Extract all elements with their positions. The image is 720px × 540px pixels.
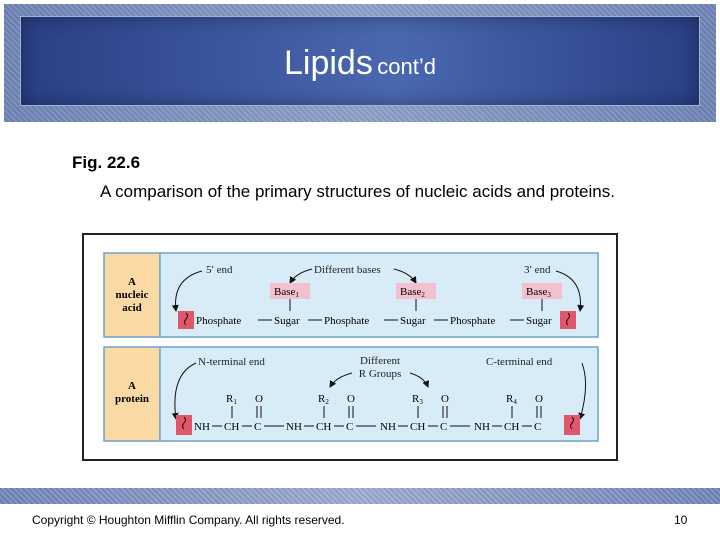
chain-sugar-1: Sugar [274, 315, 300, 327]
carbonyl-o-4: O [535, 393, 543, 405]
five-prime-arrow [171, 270, 203, 312]
svg-text:Base1: Base1 [274, 286, 299, 299]
page-number: 10 [674, 513, 688, 527]
carbonyl-c-2: C [346, 421, 353, 433]
carbonyl-c-3: C [440, 421, 447, 433]
bases-arrow-right [393, 268, 417, 284]
base-box-2: Base2 [396, 283, 436, 299]
r-groups-arrow-right [409, 372, 430, 388]
base-2-sub: 2 [421, 291, 425, 299]
alpha-ch-4: CH [504, 421, 519, 433]
slide-title-sub: cont’d [377, 54, 436, 79]
header-title-panel [20, 16, 700, 106]
base-1-sub: 1 [295, 291, 299, 299]
base-box-1: Base1 [270, 283, 310, 299]
nucleic-end-cap-left [178, 311, 194, 329]
wavy-bond-right-icon [566, 312, 570, 326]
base-2-word: Base [400, 286, 422, 298]
base-3-word: Base [526, 286, 548, 298]
r-group-sub-2: 2 [325, 398, 329, 406]
three-prime-arrow [555, 270, 585, 312]
protein-units: NH CH C R1 O NH CH C R2 O NH CH C R3 O NH CH C R4 O [194, 393, 543, 433]
alpha-ch-2: CH [316, 421, 331, 433]
base-box-3: Base3 [522, 283, 562, 299]
svg-text:Base2: Base2 [400, 286, 425, 299]
chain-sugar-2: Sugar [400, 315, 426, 327]
amino-nh-1: NH [194, 421, 210, 433]
r-groups-arrow-left [329, 372, 353, 388]
chain-phosphate-1: Phosphate [196, 315, 241, 327]
amino-nh-3: NH [380, 421, 396, 433]
nucleic-label-box [103, 252, 161, 338]
slide-title: Lipids cont’d [4, 44, 716, 83]
r-group-sub-1: 1 [233, 398, 237, 406]
r-groups-label-1: Different [360, 355, 400, 367]
nucleic-end-cap-right [560, 311, 576, 329]
c-terminal-arrow [578, 362, 586, 420]
base-3-sub: 3 [547, 291, 551, 299]
protein-chain-box [159, 346, 599, 442]
carbonyl-o-3: O [441, 393, 449, 405]
r-group-3: R3 [412, 393, 423, 406]
n-terminal-arrow [171, 362, 197, 420]
n-terminal-label: N-terminal end [198, 356, 265, 368]
carbonyl-c-4: C [534, 421, 541, 433]
protein-label-line-1: A [128, 380, 136, 392]
chain-sugar-3: Sugar [526, 315, 552, 327]
chain-phosphate-3: Phosphate [450, 315, 495, 327]
slide-title-main: Lipids [283, 44, 373, 82]
wavy-bond-right-icon [570, 416, 574, 430]
figure-frame: A nucleic acid 5′ end Different bases 3′… [82, 233, 618, 461]
alpha-ch-1: CH [224, 421, 239, 433]
five-prime-end-label: 5′ end [206, 264, 233, 276]
r-group-1: R1 [226, 393, 237, 406]
r-group-4: R4 [506, 393, 517, 406]
structure-diagram: A nucleic acid 5′ end Different bases 3′… [103, 252, 599, 442]
bases-arrow-left [289, 268, 313, 284]
r-groups-label-2: R Groups [359, 368, 401, 380]
different-bases-label: Different bases [314, 264, 381, 276]
figure-label: Fig. 22.6 [72, 153, 141, 172]
nucleic-label-line-3: acid [122, 302, 142, 314]
slide-header: Lipids cont’d [4, 4, 716, 122]
protein-panel: A protein N-terminal end Different R Gro… [103, 346, 599, 442]
carbonyl-o-1: O [255, 393, 263, 405]
base-1-word: Base [274, 286, 296, 298]
r-group-2: R2 [318, 393, 329, 406]
amino-nh-2: NH [286, 421, 302, 433]
footer-bar [0, 488, 720, 504]
copyright-notice: Copyright © Houghton Mifflin Company. Al… [32, 513, 345, 527]
nucleic-label-line-1: A [128, 276, 136, 288]
wavy-bond-left-icon [184, 312, 188, 326]
nucleic-label-line-2: nucleic [116, 289, 149, 301]
figure-caption: A comparison of the primary structures o… [100, 182, 615, 201]
chain-phosphate-2: Phosphate [324, 315, 369, 327]
amino-nh-4: NH [474, 421, 490, 433]
protein-end-cap-left [176, 415, 192, 435]
carbonyl-o-2: O [347, 393, 355, 405]
r-group-sub-3: 3 [419, 398, 423, 406]
alpha-ch-3: CH [410, 421, 425, 433]
nucleic-acid-panel: A nucleic acid 5′ end Different bases 3′… [103, 252, 599, 338]
svg-text:Base3: Base3 [526, 286, 551, 299]
protein-label-line-2: protein [115, 393, 149, 405]
carbonyl-c-1: C [254, 421, 261, 433]
three-prime-end-label: 3′ end [524, 264, 551, 276]
r-group-sub-4: 4 [513, 398, 517, 406]
protein-end-cap-right [564, 415, 580, 435]
c-terminal-label: C-terminal end [486, 356, 553, 368]
wavy-bond-left-icon [182, 416, 186, 430]
